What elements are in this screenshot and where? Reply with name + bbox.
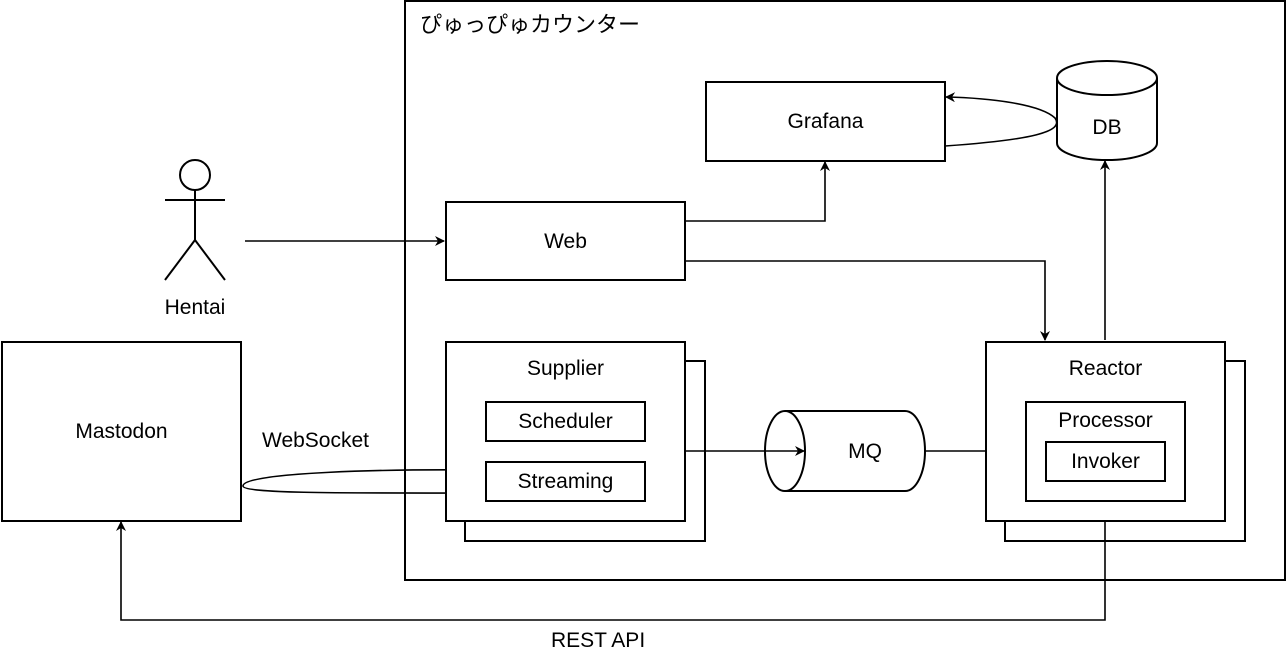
grafana-node (705, 81, 946, 162)
scheduler-label: Scheduler (518, 410, 613, 433)
mastodon-node (1, 341, 242, 522)
edge-web-grafana (685, 161, 830, 222)
system-boundary (404, 0, 1286, 581)
streaming-label: Streaming (517, 470, 614, 493)
websocket-edge-label: WebSocket (262, 429, 369, 452)
web-node (445, 201, 686, 281)
edge-mastodon-streaming-websocket (242, 464, 486, 494)
system-title: ぴゅっぴゅカウンター (420, 12, 641, 37)
supplier-label: Supplier (526, 356, 605, 380)
reactor-label: Reactor (1068, 356, 1143, 380)
hentai-label: Hentai (164, 295, 226, 319)
edge-db-grafana (944, 92, 1058, 147)
processor-label: Processor (1058, 408, 1153, 432)
mq-label: MQ (848, 439, 882, 463)
rest-api-edge-label: REST API (551, 629, 646, 652)
edge-web-reactor (685, 260, 1050, 341)
scheduler-node (485, 401, 646, 442)
db-cylinder-icon (1056, 60, 1158, 161)
mastodon-label: Mastodon (75, 420, 168, 443)
streaming-node (485, 461, 646, 502)
db-label: DB (1092, 115, 1122, 139)
grafana-label: Grafana (787, 110, 864, 133)
invoker-node (1045, 441, 1166, 482)
hentai-actor-icon (164, 159, 226, 281)
invoker-label: Invoker (1071, 450, 1140, 473)
edge-invoker-mastodon-rest (116, 481, 1106, 621)
web-label: Web (544, 229, 587, 253)
